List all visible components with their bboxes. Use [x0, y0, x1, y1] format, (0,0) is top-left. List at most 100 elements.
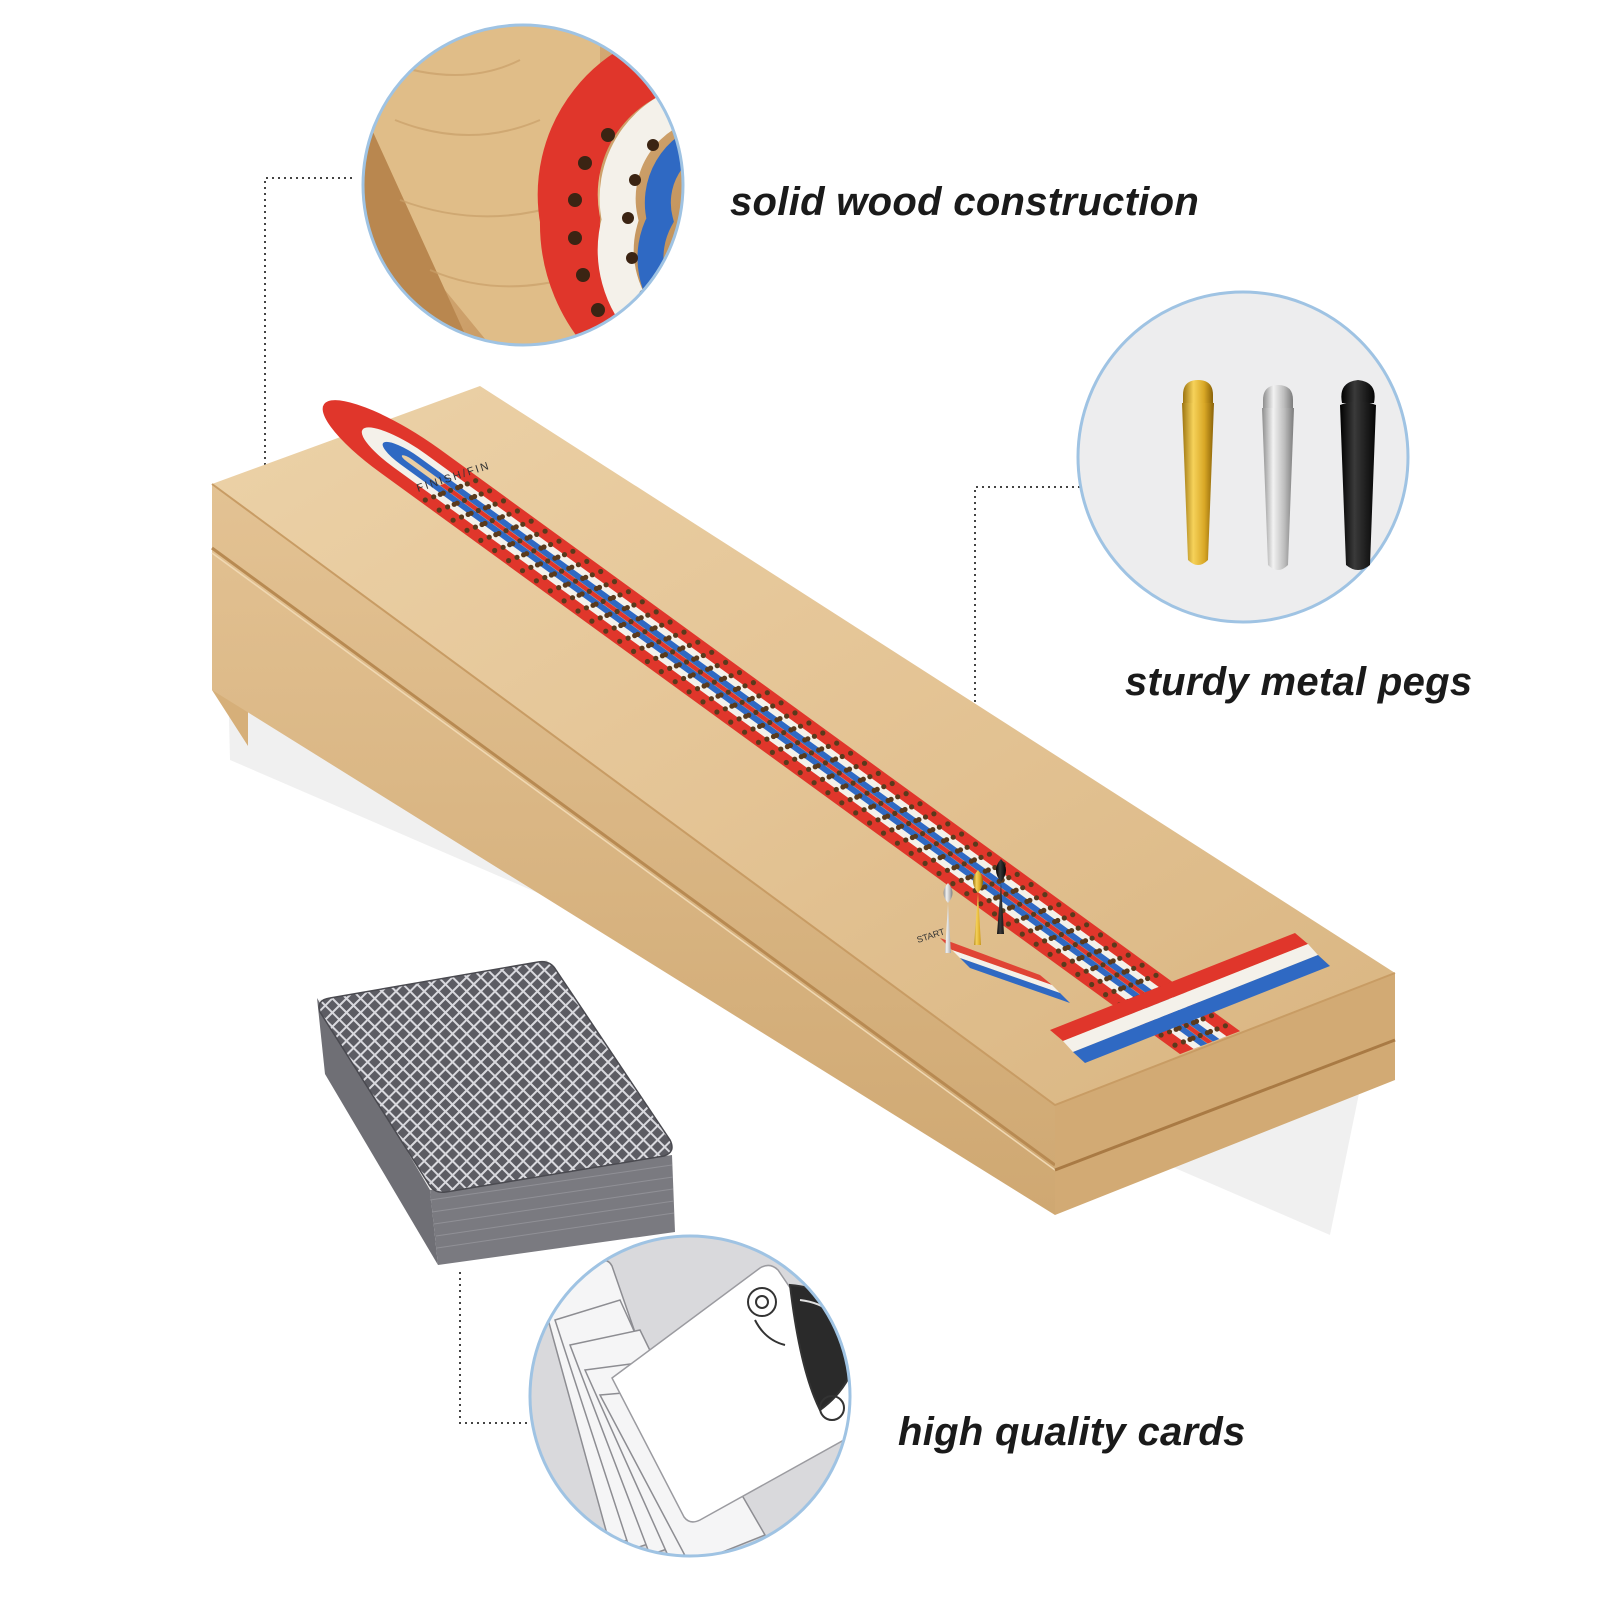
peg-hole [672, 679, 678, 685]
peg-hole [455, 485, 461, 491]
peg-hole [839, 753, 845, 760]
peg-hole [1103, 945, 1109, 951]
board-front-side [212, 484, 1055, 1215]
peg-hole [820, 730, 826, 736]
peg-hole [792, 710, 798, 716]
peg-hole [482, 505, 489, 511]
peg-hole [514, 508, 521, 514]
cribbage-board: FINISH/FIN START [211, 386, 1396, 1235]
peg-hole [506, 511, 512, 517]
zoom-circle-cards [528, 1234, 852, 1558]
peg-hole [561, 552, 568, 558]
peg-hole [903, 791, 909, 797]
peg-hole [1006, 875, 1012, 881]
peg-hole [757, 723, 763, 730]
peg-hole [447, 487, 454, 493]
peg-hole [1084, 922, 1090, 928]
peg-hole [825, 743, 831, 750]
peg-hole [895, 824, 902, 831]
peg-hole [686, 642, 693, 649]
peg-hole [964, 891, 970, 897]
peg-hole [806, 720, 812, 726]
peg-hole [589, 572, 595, 578]
peg-hole [646, 643, 652, 649]
leader-lines [264, 177, 1080, 1424]
peg-hole [575, 608, 581, 614]
peg-hole [732, 686, 739, 693]
peg-hole [673, 663, 679, 669]
peg-hole [1075, 971, 1081, 978]
peg-hole [517, 538, 523, 544]
peg-hole [600, 598, 606, 605]
peg-hole [833, 786, 839, 793]
peg-hole [756, 693, 762, 699]
peg-hole [663, 636, 669, 642]
peg-hole [531, 548, 537, 554]
peg-hole [705, 666, 711, 672]
peg-hole [681, 629, 687, 635]
peg-hole [774, 717, 780, 723]
peg-hole [822, 760, 829, 766]
peg-black [1340, 380, 1376, 570]
peg-hole [1173, 1026, 1179, 1032]
peg-hole [1204, 1030, 1210, 1036]
peg-hole [1125, 952, 1131, 958]
peg-silver [1262, 385, 1294, 570]
peg-hole [1222, 1023, 1228, 1029]
peg-hole [936, 824, 943, 830]
peg-hole [1038, 909, 1044, 915]
peg-hole [597, 615, 603, 621]
peg-hole [923, 845, 929, 851]
peg-hole [913, 818, 919, 824]
peg-hole [572, 578, 579, 584]
peg-hole [1017, 901, 1023, 907]
peg-gold [1182, 380, 1214, 565]
peg-hole [1033, 895, 1040, 901]
peg-hole [933, 841, 940, 847]
leader-line-cards [459, 1272, 528, 1424]
peg-hole [493, 532, 499, 538]
peg-hole [854, 794, 860, 800]
peg-hole [1104, 976, 1110, 982]
peg-hole [959, 831, 965, 837]
peg-hole [437, 491, 443, 497]
peg-hole [908, 850, 914, 856]
peg-hole [691, 656, 697, 662]
peg-hole [1052, 919, 1058, 925]
peg-hole [1145, 975, 1151, 982]
peg-hole [853, 764, 859, 770]
peg-hole [951, 865, 957, 871]
peg-hole [972, 841, 979, 847]
peg-hole [1200, 1016, 1206, 1022]
peg-hole [930, 857, 937, 863]
peg-hole [1183, 1022, 1189, 1028]
peg-hole [569, 595, 576, 601]
peg-hole [667, 619, 673, 625]
peg-hole [653, 609, 659, 615]
peg-hole [760, 707, 766, 713]
peg-hole [1031, 911, 1037, 917]
peg-hole [715, 693, 721, 699]
peg-hole [451, 501, 457, 507]
peg-hole [947, 851, 953, 857]
peg-hole [736, 669, 743, 676]
peg-hole [764, 690, 770, 696]
peg-hole [700, 652, 706, 659]
peg-hole [798, 754, 804, 760]
peg-hole [1166, 1029, 1173, 1035]
peg-hole [473, 478, 479, 484]
peg-hole [1187, 1036, 1193, 1042]
peg-hole [461, 497, 467, 503]
peg-hole [1097, 978, 1103, 984]
peg-hole [840, 784, 846, 790]
peg-hole [1128, 982, 1134, 988]
peg-hole [1093, 949, 1099, 955]
peg-hole [445, 504, 451, 510]
peg-hole [1056, 902, 1062, 908]
peg-hole [1061, 915, 1067, 921]
peg-hole [697, 669, 704, 675]
peg-hole [1020, 915, 1026, 921]
peg-hole [1079, 939, 1086, 945]
peg-hole [781, 730, 787, 736]
peg-hole [853, 810, 859, 816]
